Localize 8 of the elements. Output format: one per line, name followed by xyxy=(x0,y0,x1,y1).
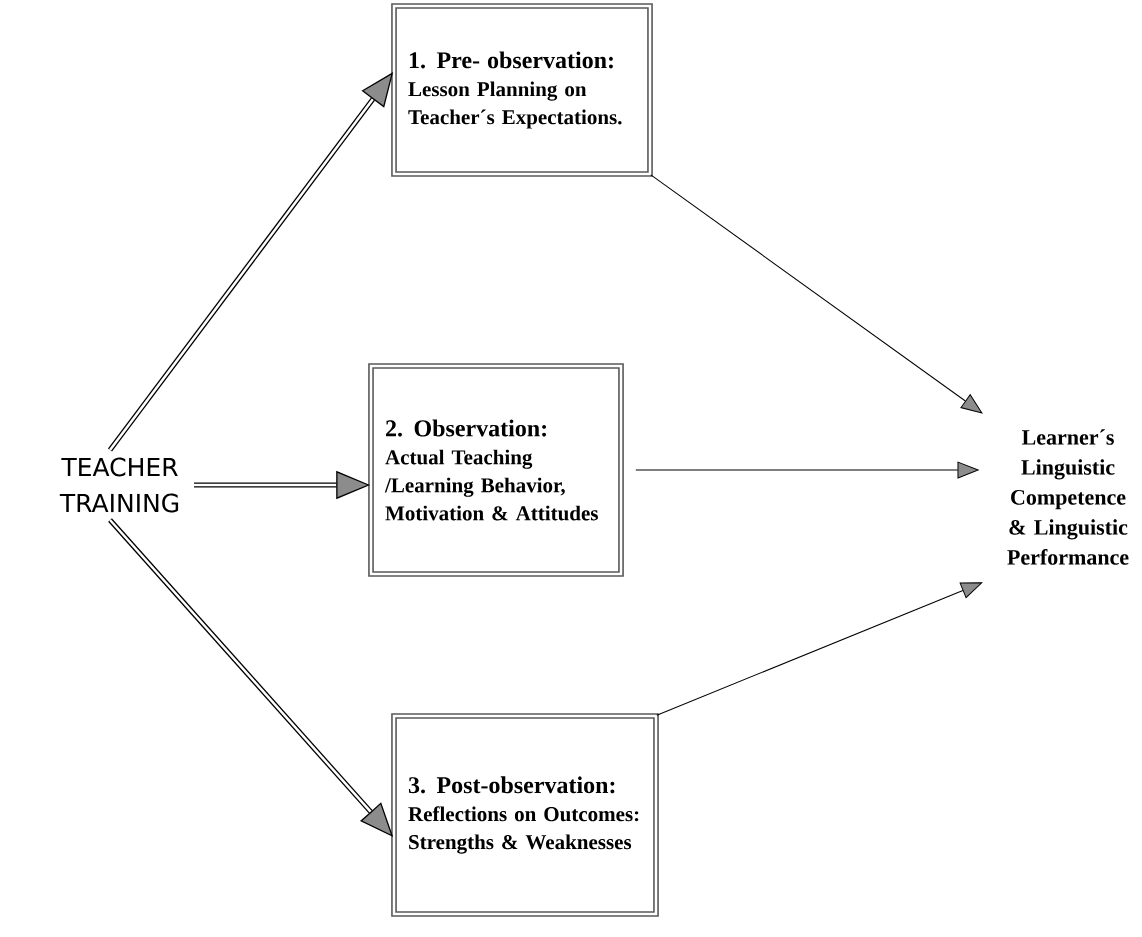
outcome-text: Learner´s Linguistic Competence & Linguistic Performance xyxy=(1007,429,1129,565)
stage-box: 2. Observation: Actual Teaching /Learning Behavior, Motivation & Attitudes xyxy=(368,363,624,577)
arrow xyxy=(656,582,983,716)
stage-box: 1. Pre- observation: Lesson Planning on Teacher´s Expectations. xyxy=(391,3,653,177)
title-text: TEACHER TRAINING xyxy=(59,457,179,513)
arrow xyxy=(635,461,979,479)
stage-box: 3. Post-observation: Reflections on Outcomes: Strengths & Weaknesses xyxy=(391,713,659,917)
arrow xyxy=(650,174,983,414)
